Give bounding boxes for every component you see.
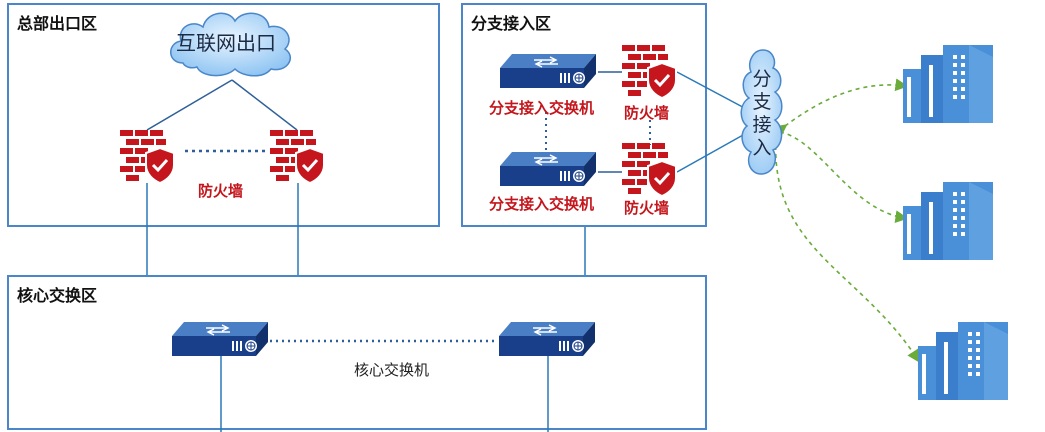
branch-access-cloud-label: 分支接入 [752, 68, 772, 159]
link-branch-firewall-2-cloud [676, 129, 753, 173]
switch-icon [499, 322, 595, 356]
branch-building-1 [903, 45, 995, 123]
core-zone-title: 核心交换区 [17, 286, 98, 305]
switch-icon [500, 54, 596, 88]
switch-icon [172, 322, 268, 356]
branch-switch-1 [498, 52, 600, 92]
internet-cloud: 互联网出口 [163, 5, 298, 79]
core-switch-left [170, 320, 272, 360]
firewall-icon [622, 45, 677, 100]
hq-firewall-right [270, 130, 326, 185]
branch-firewall-1-label: 防火墙 [624, 104, 670, 122]
cloud-icon [170, 12, 291, 77]
branch-firewall-2-label: 防火墙 [624, 199, 670, 217]
building-icon [903, 182, 993, 260]
vpn-link-building-2 [769, 123, 909, 223]
branch-switch-2-label: 分支接入交换机 [489, 195, 595, 213]
branch-access-cloud: 分支接入 [737, 48, 787, 178]
cloud-icon [740, 49, 783, 175]
hq-zone-title: 总部出口区 [17, 14, 98, 33]
core-switches-label: 核心交换机 [354, 361, 430, 379]
branch-zone-title: 分支接入区 [471, 14, 552, 33]
firewall-icon [622, 143, 677, 198]
branch-building-2 [903, 182, 995, 260]
branch-firewall-2 [622, 143, 678, 198]
link-cloud-firewall-right [231, 79, 298, 131]
hq-firewalls-label: 防火墙 [198, 182, 244, 200]
link-branch-firewall-1-cloud [676, 71, 753, 113]
building-icon [903, 45, 993, 123]
link-cloud-firewall-left [146, 79, 233, 131]
vpn-link-building-3 [770, 128, 920, 363]
building-icon [918, 322, 1008, 400]
hq-firewall-left [120, 130, 176, 185]
core-switch-zone: 核心交换区 [7, 275, 707, 430]
branch-building-3 [918, 322, 1010, 400]
firewall-icon [270, 130, 325, 185]
branch-firewall-1 [622, 45, 678, 100]
internet-cloud-label: 互联网出口 [176, 31, 276, 55]
core-switch-right [497, 320, 599, 360]
firewall-icon [120, 130, 175, 185]
switch-icon [500, 152, 596, 186]
vpn-link-building-1 [773, 78, 909, 137]
branch-switch-1-label: 分支接入交换机 [489, 99, 595, 117]
branch-switch-2 [498, 150, 600, 190]
